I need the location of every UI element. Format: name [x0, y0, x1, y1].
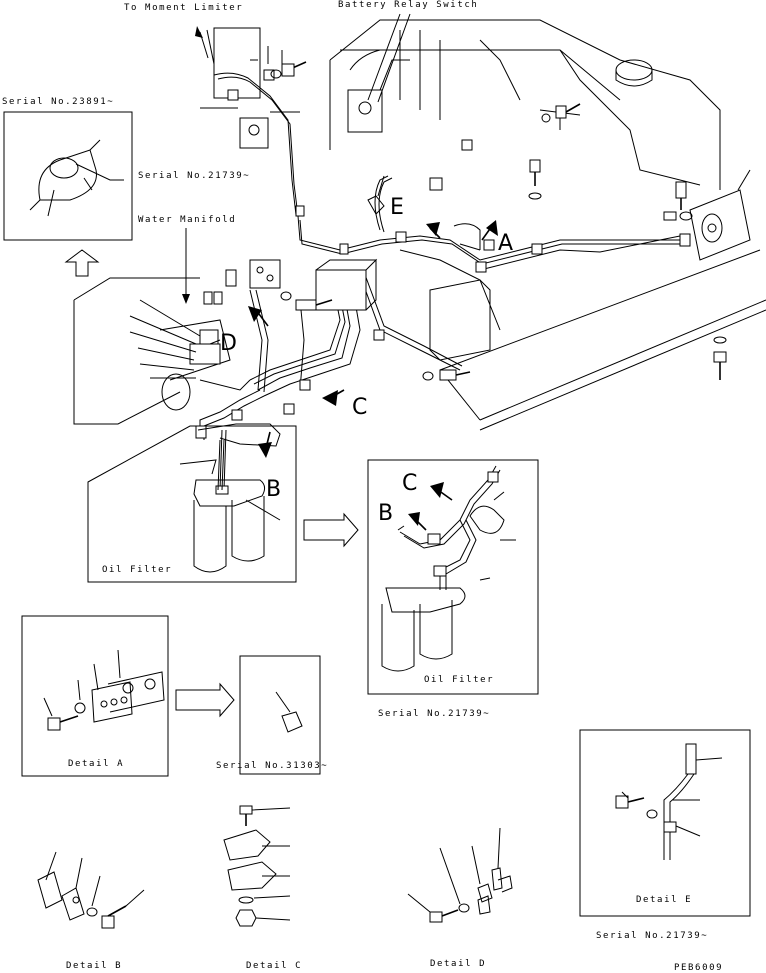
label-serial-21739-mid: Serial No.21739~ [378, 709, 490, 719]
bolt-icon [541, 103, 581, 123]
callout-d: D [220, 331, 237, 356]
bolt-mid [528, 159, 677, 221]
label-serial-21739-bottom: Serial No.21739~ [596, 931, 708, 941]
detail-c-figure [223, 805, 291, 927]
label-oil-filter-right: Oil Filter [424, 675, 494, 685]
frame-rail [439, 249, 766, 431]
callout-a: A [498, 231, 513, 256]
piping [199, 175, 682, 491]
washer-bolt-stack [713, 336, 727, 380]
label-detail-e: Detail E [636, 895, 692, 905]
detail-e-figure [579, 729, 751, 917]
label-to-moment-limiter: To Moment Limiter [124, 3, 243, 13]
valve-e [367, 175, 385, 215]
callout-c: C [352, 395, 367, 420]
callout-e: E [390, 195, 404, 220]
label-battery-relay-switch: Battery Relay Switch [338, 0, 478, 10]
label-detail-d: Detail D [430, 959, 486, 969]
pipe-clamps [195, 139, 691, 495]
label-detail-c: Detail C [246, 961, 302, 971]
callout-b-inset: B [378, 501, 393, 526]
label-water-manifold: Water Manifold [138, 215, 236, 225]
label-oil-filter-left: Oil Filter [102, 565, 172, 575]
label-serial-23891: Serial No.23891~ [2, 97, 114, 107]
water-manifold [182, 228, 378, 311]
label-detail-b: Detail B [66, 961, 122, 971]
callout-c-inset: C [402, 471, 417, 496]
callout-b: B [266, 477, 281, 502]
detail-a-location [422, 223, 495, 381]
hollow-right-arrow [303, 512, 359, 548]
pointer-arrows [248, 220, 498, 531]
detail-a-figure [21, 615, 169, 777]
label-serial-31303: Serial No.31303~ [216, 761, 328, 771]
engine-mount [675, 169, 751, 261]
label-detail-a: Detail A [68, 759, 124, 769]
detail-b-figure [37, 851, 145, 929]
inset-oil-filter-right [367, 459, 539, 695]
inset-oil-filter-left [87, 423, 297, 583]
inset-serial-23891 [3, 111, 133, 241]
moment-limiter-assembly [200, 27, 307, 217]
label-serial-21739-top: Serial No.21739~ [138, 171, 250, 181]
engine-side-sketch [73, 277, 251, 425]
hollow-right-arrow-2 [175, 682, 235, 718]
inset-serial-31303 [239, 655, 321, 775]
label-drawing-code: PEB6009 [674, 963, 723, 973]
detail-d-figure [407, 827, 513, 923]
hollow-up-arrow [64, 249, 100, 277]
